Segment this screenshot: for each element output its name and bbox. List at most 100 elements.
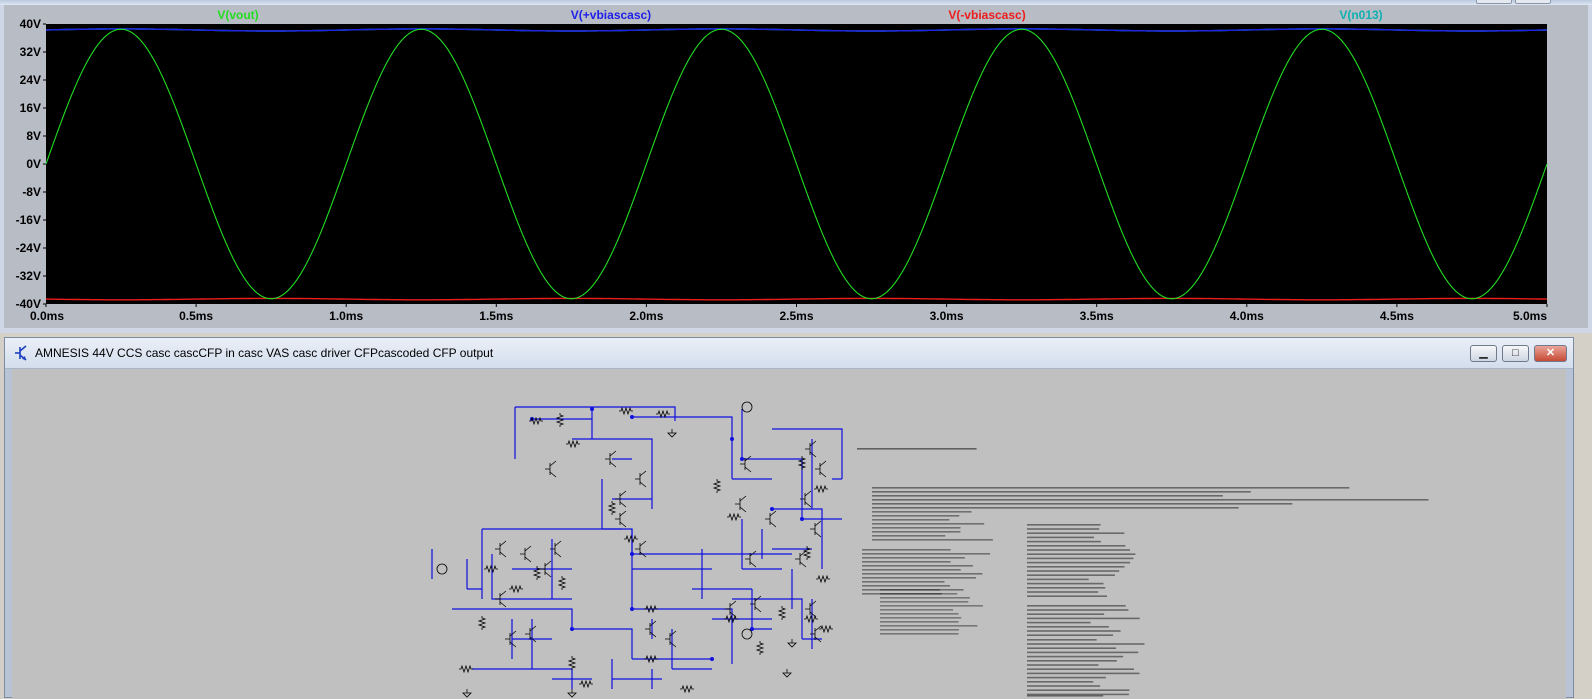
x-tick-label: 4.0ms	[1230, 309, 1264, 323]
directive-line	[1027, 557, 1134, 560]
directive-line	[1027, 528, 1100, 530]
directive-line	[862, 557, 965, 559]
directive-line	[862, 585, 950, 587]
wire	[772, 508, 823, 609]
wire	[511, 619, 552, 669]
resistor	[532, 566, 542, 580]
trace-v-vbiascasc	[45, 28, 1547, 32]
ground	[787, 639, 797, 648]
schematic-canvas[interactable]	[12, 369, 1566, 699]
transistor	[745, 550, 757, 568]
x-tick-label: 0.0ms	[30, 309, 64, 323]
resistor	[816, 574, 830, 584]
transistor	[800, 490, 812, 508]
directive-line	[1027, 689, 1130, 691]
directive-line	[1027, 587, 1106, 589]
directive-line	[862, 593, 942, 595]
resistor	[509, 584, 523, 594]
trace-label: V(-vbiascasc)	[948, 8, 1025, 22]
directive-line	[1027, 605, 1126, 607]
directive-line	[880, 589, 940, 591]
maximize-button[interactable]	[1476, 0, 1512, 4]
wire	[732, 598, 822, 649]
directive-line	[1027, 578, 1089, 581]
junction-dot	[800, 517, 804, 521]
directive-line	[1027, 685, 1101, 687]
close-button[interactable]	[1515, 0, 1551, 4]
directive-line	[1027, 647, 1117, 649]
directive-line	[1027, 591, 1099, 593]
schematic-components	[436, 401, 833, 698]
directive-line	[862, 549, 951, 551]
directive-line	[1027, 570, 1120, 572]
directive-line	[1027, 672, 1140, 675]
trace-label: V(+vbiascasc)	[571, 8, 651, 22]
transistor	[735, 495, 747, 513]
directive-line	[857, 448, 977, 450]
close-button[interactable]: ✕	[1534, 345, 1567, 362]
transistor	[615, 490, 627, 508]
directive-line	[1027, 676, 1106, 679]
directive-line	[880, 633, 959, 635]
directive-line	[880, 613, 959, 615]
wire	[514, 406, 676, 459]
y-tick-label: 32V	[20, 45, 41, 59]
directive-line	[1027, 553, 1136, 555]
directive-line	[1027, 540, 1101, 543]
directive-line	[1027, 549, 1130, 551]
directive-line	[880, 617, 962, 619]
directive-line	[872, 515, 960, 517]
x-tick-label: 3.0ms	[930, 309, 964, 323]
resistor	[477, 616, 487, 630]
directive-line	[872, 519, 950, 521]
resistor	[802, 546, 812, 560]
transistor	[810, 520, 822, 538]
wire	[632, 608, 772, 664]
directive-line	[1027, 532, 1125, 534]
y-tick-label: 40V	[20, 17, 41, 31]
directive-line	[872, 507, 1239, 509]
transistor	[750, 595, 762, 613]
directive-line	[880, 593, 958, 595]
directive-line	[1027, 664, 1099, 666]
minimize-button[interactable]: ▁	[1470, 345, 1497, 362]
directive-line	[862, 553, 990, 555]
spice-directives	[857, 448, 1429, 697]
y-tick-label: 24V	[20, 73, 41, 87]
directive-line	[1027, 617, 1140, 620]
schematic-title: AMNESIS 44V CCS casc cascCFP in casc VAS…	[35, 346, 494, 360]
x-tick-label: 0.5ms	[179, 309, 213, 323]
transistor	[615, 510, 627, 528]
traces	[45, 28, 1548, 301]
transistor	[645, 620, 657, 638]
directive-line	[862, 565, 973, 567]
transistor	[815, 460, 827, 478]
directive-line	[862, 573, 983, 575]
directive-line	[872, 539, 993, 541]
directive-line	[1027, 524, 1101, 526]
resistor	[804, 614, 818, 624]
directive-line	[1027, 595, 1107, 597]
resistor	[755, 641, 765, 655]
transistor	[765, 510, 777, 528]
maximize-button[interactable]: □	[1502, 345, 1529, 362]
resistor	[644, 654, 658, 664]
directive-line	[1027, 626, 1109, 628]
resistor	[624, 534, 638, 544]
trace-label: V(vout)	[217, 8, 258, 22]
directive-line	[880, 625, 978, 627]
circuit-schematic[interactable]	[12, 369, 1566, 699]
schematic-titlebar[interactable]: AMNESIS 44V CCS casc cascCFP in casc VAS…	[5, 338, 1573, 369]
resistor	[724, 614, 738, 624]
x-tick-label: 4.5ms	[1380, 309, 1414, 323]
junction-dot	[740, 457, 744, 461]
directive-line	[1027, 582, 1104, 585]
transistor	[725, 600, 737, 618]
directive-line	[872, 503, 1293, 505]
wire	[632, 416, 772, 480]
junction-dot	[630, 552, 634, 556]
